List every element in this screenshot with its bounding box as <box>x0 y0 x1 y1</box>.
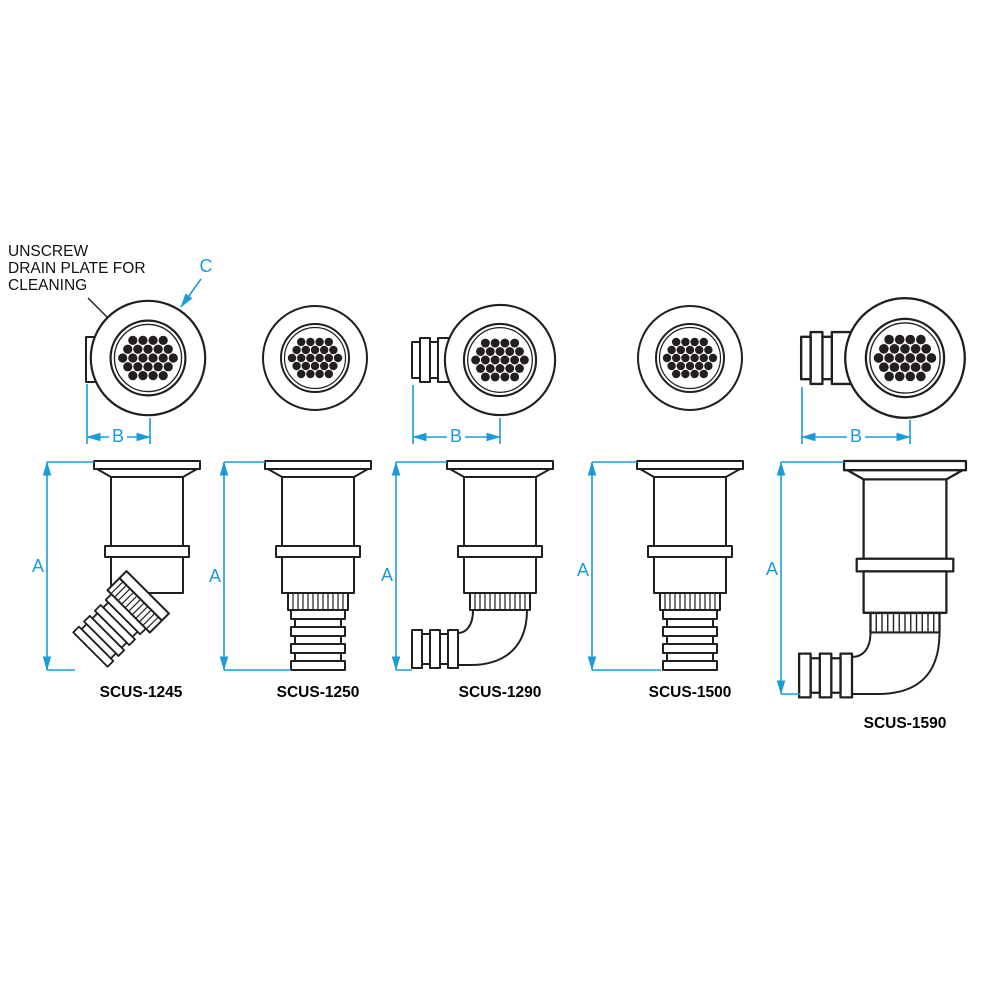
drain-plate <box>844 297 966 419</box>
extension-lines <box>47 461 94 671</box>
note-line-1: UNSCREW <box>8 243 88 260</box>
cleaning-note: UNSCREW DRAIN PLATE FOR CLEANING <box>8 243 146 335</box>
dimension-a-label: A <box>381 565 393 585</box>
label-backing <box>847 427 865 445</box>
dimension-a-label: A <box>577 560 589 580</box>
side-view-scus-1590 <box>797 459 968 699</box>
dimension-b-label: B <box>850 426 862 446</box>
top-view-scus-1500 <box>637 305 743 411</box>
side-view-scus-1245 <box>72 460 201 668</box>
elbow-90 <box>851 631 941 695</box>
part-label-scus-1250: SCUS-1250 <box>277 684 360 701</box>
dimension-b-scus-1245: B <box>86 384 151 446</box>
dimension-a-scus-1500: A <box>577 461 661 671</box>
hose-barb <box>797 652 854 699</box>
part-label-scus-1590: SCUS-1590 <box>864 715 947 732</box>
hose-nut <box>469 592 531 611</box>
hose-nut <box>869 611 941 634</box>
side-view-scus-1250 <box>265 461 371 670</box>
dimension-a-scus-1590: A <box>766 461 844 695</box>
label-backing <box>447 427 465 445</box>
dimension-c-label: C <box>200 256 213 276</box>
side-view-scus-1290 <box>411 460 554 669</box>
dimension-a-label: A <box>32 556 44 576</box>
dimension-a-scus-1245: A <box>32 461 94 671</box>
note-line-2: DRAIN PLATE FOR <box>8 260 146 277</box>
dimension-b-label: B <box>112 426 124 446</box>
part-label-scus-1245: SCUS-1245 <box>100 684 183 701</box>
dimension-c: C <box>180 256 213 308</box>
dimension-b-label: B <box>450 426 462 446</box>
dimension-c-leader <box>180 278 202 308</box>
drain-plate <box>89 299 207 417</box>
dimension-a-scus-1250: A <box>209 461 291 671</box>
fitting-body <box>842 459 968 614</box>
drain-plate <box>443 303 557 417</box>
dimension-a-label: A <box>209 566 221 586</box>
angled-outlet-45 <box>72 570 170 668</box>
part-label-scus-1290: SCUS-1290 <box>459 684 542 701</box>
top-view-scus-1250 <box>262 305 368 411</box>
dimension-b-scus-1590: B <box>801 387 911 446</box>
extension-lines <box>224 461 291 671</box>
dimension-a-scus-1290: A <box>381 461 447 671</box>
side-view-scus-1500 <box>637 461 743 670</box>
top-view-scus-1245 <box>85 299 207 417</box>
fitting-body <box>93 460 201 594</box>
dimension-b-scus-1290: B <box>412 385 501 446</box>
fitting-body <box>446 460 554 594</box>
top-view-scus-1290 <box>411 303 557 417</box>
dimension-a-label: A <box>766 559 778 579</box>
label-backing <box>109 427 127 445</box>
hose-barb <box>411 629 459 669</box>
elbow-90 <box>457 609 528 666</box>
top-view-scus-1590 <box>799 297 966 419</box>
extension-lines <box>592 461 661 671</box>
part-label-scus-1500: SCUS-1500 <box>649 684 732 701</box>
note-line-3: CLEANING <box>8 277 87 294</box>
